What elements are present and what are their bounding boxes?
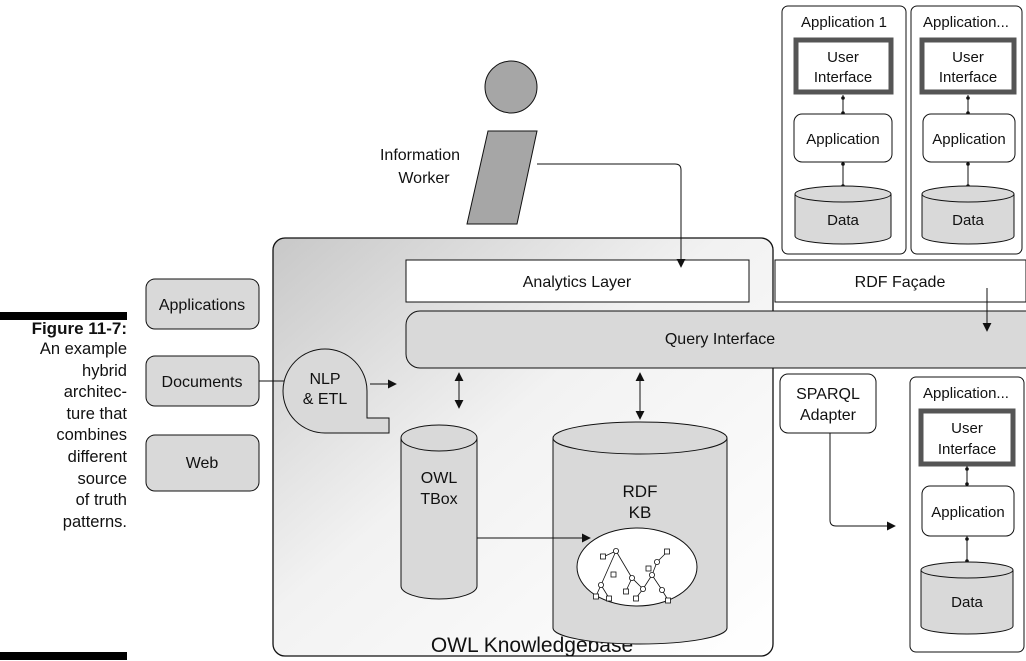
application-2-application [922, 113, 1016, 163]
application-1-connector-dot [841, 96, 845, 100]
source-applications [145, 278, 260, 330]
application-3-data-label: Data [951, 594, 983, 611]
application-1-application-label: Application [806, 131, 879, 148]
application-1-ui-line2: Interface [814, 69, 872, 86]
application-1-data-cylinder [794, 194, 892, 245]
nlp-label-line2: & ETL [303, 391, 348, 408]
application-3-title: Application... [923, 385, 1009, 402]
application-3-connector-dot [965, 467, 969, 471]
application-2-data-top [921, 185, 1015, 203]
caption-line: of truth [75, 491, 127, 510]
figure-number: Figure 11-7: [31, 319, 127, 338]
sparql-adapter [779, 373, 877, 434]
rdf-kb-label-line2: KB [629, 503, 652, 522]
caption-line: patterns. [62, 512, 127, 531]
information-worker-label-line1: Information [380, 147, 460, 164]
application-1-data-top [794, 185, 892, 203]
application-3-connector-dot [965, 482, 969, 486]
source-documents-label: Documents [162, 374, 243, 391]
application-3-ui-line2: Interface [938, 441, 996, 458]
source-web-label: Web [186, 455, 219, 472]
application-1-ui-line1: User [827, 49, 859, 66]
caption-line: different [67, 447, 127, 466]
rdf-kb-label-line1: RDF [623, 482, 658, 501]
application-1-user-interface [793, 37, 894, 95]
owl-tbox-label-line1: OWL [421, 470, 458, 487]
figure-caption: Figure 11-7: An example hybrid architec-… [0, 318, 127, 533]
caption-line: ture that [66, 404, 127, 423]
application-2-title: Application... [923, 14, 1009, 31]
rdf-kb-top [552, 421, 728, 455]
nlp-label-line1: NLP [309, 371, 340, 388]
sparql-adapter-line1: SPARQL [796, 386, 860, 403]
application-2-user-interface [919, 37, 1017, 95]
caption-top-rule [0, 312, 127, 320]
application-1-title: Application 1 [801, 14, 887, 31]
caption-line: An example [39, 340, 127, 358]
sparql-to-application-arrow [829, 433, 896, 531]
application-3-connector-dot [965, 537, 969, 541]
worker-to-analytics-arrow [537, 163, 686, 268]
application-2-ui-line2: Interface [939, 69, 997, 86]
owl-tbox-cylinder [400, 438, 478, 600]
source-applications-label: Applications [159, 297, 245, 314]
application-3-application [921, 485, 1015, 537]
application-2-connector-dot [966, 96, 970, 100]
application-3-data-cylinder [920, 570, 1014, 635]
rdf-facade [774, 259, 1026, 303]
application-2-ui-line1: User [952, 49, 984, 66]
application-3-user-interface [918, 408, 1016, 467]
source-web [145, 434, 260, 492]
application-2-application-label: Application [932, 131, 1005, 148]
analytics-layer-label: Analytics Layer [523, 274, 632, 291]
owl-tbox-label-line2: TBox [420, 491, 457, 508]
owl-tbox-top [400, 424, 478, 452]
caption-line: architec- [63, 383, 127, 402]
application-3-ui-line1: User [951, 420, 983, 437]
application-2-connector-dot [966, 162, 970, 166]
application-3-application-label: Application [931, 504, 1004, 521]
query-interface [405, 310, 1026, 369]
caption-line: source [77, 469, 127, 488]
application-1-data-label: Data [827, 212, 859, 229]
information-worker-label-line2: Worker [398, 170, 450, 187]
query-interface-label: Query Interface [665, 331, 775, 348]
rdf-facade-label: RDF Façade [855, 274, 946, 291]
rdf-graph-icon [576, 527, 698, 607]
analytics-layer [405, 259, 750, 303]
information-worker-icon [466, 60, 538, 225]
application-2-data-cylinder [921, 194, 1015, 245]
caption-line: combines [56, 426, 127, 445]
sparql-adapter-line2: Adapter [800, 407, 857, 424]
application-2-data-label: Data [952, 212, 984, 229]
application-1-connector-dot [841, 162, 845, 166]
caption-bottom-rule [0, 652, 127, 660]
nlp-etl-shape [282, 348, 390, 434]
application-3-data-top [920, 561, 1014, 579]
caption-line: hybrid [82, 361, 127, 380]
